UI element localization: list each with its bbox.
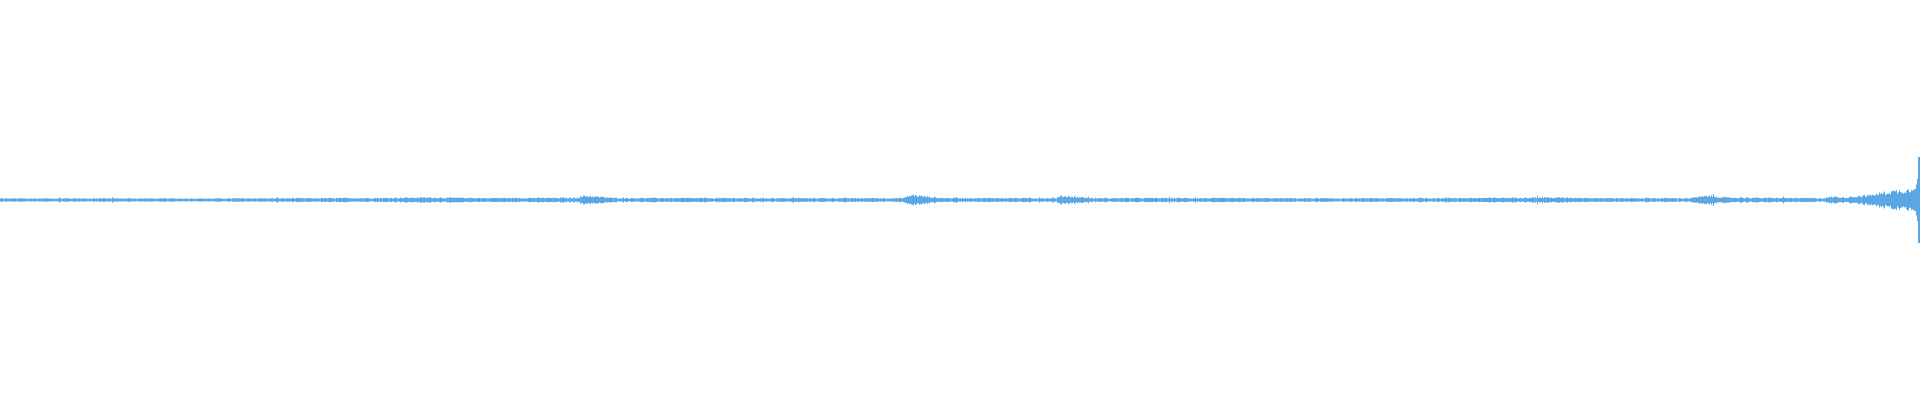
audio-waveform[interactable] (0, 0, 1920, 400)
waveform-canvas[interactable] (0, 0, 1920, 400)
